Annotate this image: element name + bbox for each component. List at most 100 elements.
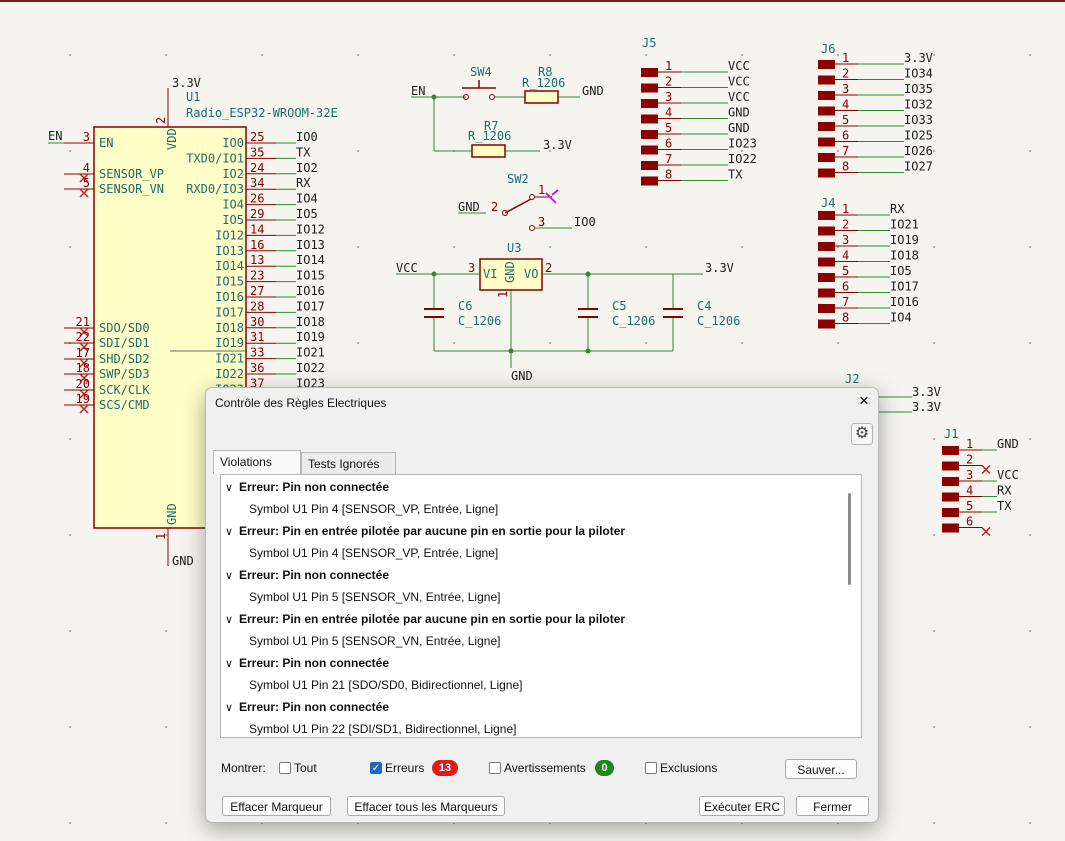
- j5-pin-num: 8: [665, 168, 672, 182]
- violation-title[interactable]: ∨ Erreur: Pin en entrée pilotée par aucun…: [225, 520, 625, 542]
- grid-dot: [69, 630, 71, 632]
- u1-pin-name: SHD/SD2: [99, 352, 150, 366]
- erc-marker-icon: [79, 327, 89, 337]
- violation-title-text: Erreur: Pin en entrée pilotée par aucune…: [239, 524, 626, 538]
- violation-detail[interactable]: Symbol U1 Pin 4 [SENSOR_VP, Entrée, Lign…: [249, 502, 499, 516]
- violation-title[interactable]: ∨ Erreur: Pin en entrée pilotée par aucun…: [225, 608, 625, 630]
- grid-dot: [645, 246, 647, 248]
- close-icon[interactable]: ×: [859, 391, 869, 410]
- j1-pin-num: 4: [966, 484, 973, 498]
- grid-dot: [165, 54, 167, 56]
- u1-pin-num: 18: [76, 361, 90, 375]
- sw4-contact: [489, 94, 495, 100]
- chevron-down-icon[interactable]: ∨: [225, 614, 234, 626]
- grid-dot: [165, 534, 167, 536]
- u1-pin-num: 27: [250, 284, 264, 298]
- erc-marker-icon: [79, 373, 89, 383]
- j4-pin-num: 7: [842, 295, 849, 309]
- u1-pin-num: 25: [250, 130, 264, 144]
- j5-pin-num: 3: [665, 90, 672, 104]
- violation-detail[interactable]: Symbol U1 Pin 5 [SENSOR_VN, Entrée, Lign…: [249, 590, 501, 604]
- close-button[interactable]: Fermer: [796, 796, 869, 816]
- u1-pin-name: IO22: [215, 367, 244, 381]
- save-button[interactable]: Sauver...: [785, 759, 857, 779]
- erc-marker-icon: [79, 358, 89, 368]
- j6-pin-num: 7: [842, 144, 849, 158]
- errors-checkbox[interactable]: ✓: [370, 762, 382, 774]
- j6-pin-pad: [818, 122, 835, 131]
- erc-dialog: Contrôle des Règles Electriques × ⚙ Viol…: [205, 387, 879, 823]
- j4-pin-num: 6: [842, 280, 849, 294]
- violation-title-text: Erreur: Pin non connectée: [239, 656, 390, 670]
- tab-ignored-tests[interactable]: Tests Ignorés (4): [301, 452, 396, 493]
- u3-net-in: VCC: [396, 261, 418, 275]
- u1-pin-name: SENSOR_VP: [99, 167, 164, 181]
- u1-pin-name: SWP/SD3: [99, 367, 150, 381]
- chevron-down-icon[interactable]: ∨: [225, 482, 234, 494]
- all-checkbox[interactable]: [279, 762, 291, 774]
- violation-title[interactable]: ∨ Erreur: Pin non connectée: [225, 652, 389, 674]
- sw2-contact: [502, 210, 508, 216]
- u1-pin-num: 16: [250, 238, 264, 252]
- violation-title[interactable]: ∨Erreur: Pin non connectée: [225, 696, 389, 718]
- r7-net: 3.3V: [543, 138, 572, 152]
- grid-dot: [357, 246, 359, 248]
- scrollbar[interactable]: [848, 493, 851, 585]
- run-erc-button[interactable]: Exécuter ERC: [699, 796, 785, 816]
- j6-net: IO34: [904, 67, 933, 81]
- exclusions-checkbox[interactable]: [645, 762, 657, 774]
- violation-title[interactable]: ∨Erreur: Pin non connectée: [225, 564, 389, 586]
- j2-net: 3.3V: [912, 400, 941, 414]
- j1-pin-num: 1: [966, 437, 973, 451]
- j5-pin-pad: [641, 161, 658, 170]
- u1-right-net: IO13: [296, 238, 325, 252]
- warnings-checkbox[interactable]: [489, 762, 501, 774]
- u1-value: Radio_ESP32-WROOM-32E: [186, 106, 338, 120]
- violation-detail[interactable]: Symbol U1 Pin 4 [SENSOR_VP, Entrée, Lign…: [249, 546, 499, 560]
- j4-net: IO5: [890, 264, 912, 278]
- u1-pin-num: 33: [250, 346, 264, 360]
- chevron-down-icon[interactable]: ∨: [225, 702, 234, 714]
- sw2-pin-num: 1: [538, 183, 545, 197]
- u3-body: [479, 258, 543, 291]
- u1-pin-name: IO17: [215, 305, 244, 319]
- chevron-down-icon[interactable]: ∨: [225, 658, 234, 670]
- u1-pin-name: EN: [99, 136, 113, 150]
- u1-pin-num: 20: [76, 377, 90, 391]
- grid-dot: [549, 342, 551, 344]
- grid-dot: [357, 342, 359, 344]
- violation-detail[interactable]: Symbol U1 Pin 21 [SDO/SD0, Bidirectionne…: [249, 678, 523, 692]
- j4-pin-pad: [818, 242, 835, 251]
- u1-pin-num: 5: [83, 176, 90, 190]
- j6-pin-num: 4: [842, 98, 849, 112]
- violation-detail[interactable]: Symbol U1 Pin 22 [SDI/SD1, Bidirectionne…: [249, 722, 517, 736]
- c6-ref: C6: [458, 299, 472, 313]
- erc-marker-icon: [79, 389, 89, 399]
- j6-pin-num: 8: [842, 160, 849, 174]
- j1-pin-pad: [942, 446, 959, 455]
- u1-pin-name: TXD0/IO1: [186, 151, 244, 165]
- sw4-contact: [463, 94, 469, 100]
- j5-net: IO23: [728, 137, 757, 151]
- tab-violations[interactable]: Violations (13): [213, 450, 301, 491]
- violation-title-text: Erreur: Pin en entrée pilotée par aucune…: [239, 612, 626, 626]
- clear-marker-button[interactable]: Effacer Marqueur: [222, 796, 331, 816]
- sw2-net: GND: [458, 200, 480, 214]
- grid-dot: [741, 54, 743, 56]
- j5-ref: J5: [642, 36, 656, 50]
- c5-ref: C5: [612, 299, 626, 313]
- chevron-down-icon[interactable]: ∨: [225, 526, 234, 538]
- grid-dot: [69, 438, 71, 440]
- violation-title[interactable]: ∨Erreur: Pin non connectée: [225, 476, 389, 498]
- j1-pin-num: 5: [966, 499, 973, 513]
- u3-pin-num: 1: [496, 291, 510, 298]
- u1-pin-num: 24: [250, 161, 264, 175]
- u3-net-out: 3.3V: [705, 261, 734, 275]
- violation-detail[interactable]: Symbol U1 Pin 5 [SENSOR_VN, Entrée, Lign…: [249, 634, 501, 648]
- chevron-down-icon[interactable]: ∨: [225, 570, 234, 582]
- gear-icon[interactable]: ⚙: [851, 423, 873, 445]
- show-label: Montrer:: [221, 761, 266, 775]
- clear-all-markers-button[interactable]: Effacer tous les Marqueurs: [347, 796, 505, 816]
